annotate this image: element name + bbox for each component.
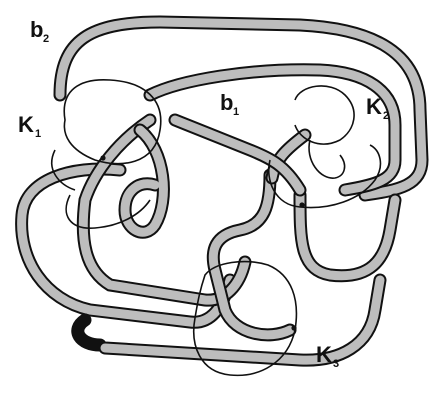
label-b1: b 1 xyxy=(220,90,239,118)
svg-text:b: b xyxy=(30,17,43,42)
label-b2: b 2 xyxy=(30,17,49,45)
label-k1: K 1 xyxy=(18,112,41,140)
svg-text:3: 3 xyxy=(333,358,339,370)
svg-text:b: b xyxy=(220,90,233,115)
svg-text:K: K xyxy=(18,112,34,137)
svg-text:K: K xyxy=(366,94,382,119)
knot-k2-marker xyxy=(299,202,304,207)
svg-text:2: 2 xyxy=(43,33,49,45)
svg-text:1: 1 xyxy=(233,106,239,118)
band-lower-tangle xyxy=(22,120,395,360)
knot-k3-marker xyxy=(291,325,296,330)
knot-k1-marker xyxy=(100,155,105,160)
svg-text:2: 2 xyxy=(383,110,389,122)
svg-text:K: K xyxy=(316,342,332,367)
svg-text:1: 1 xyxy=(35,128,41,140)
